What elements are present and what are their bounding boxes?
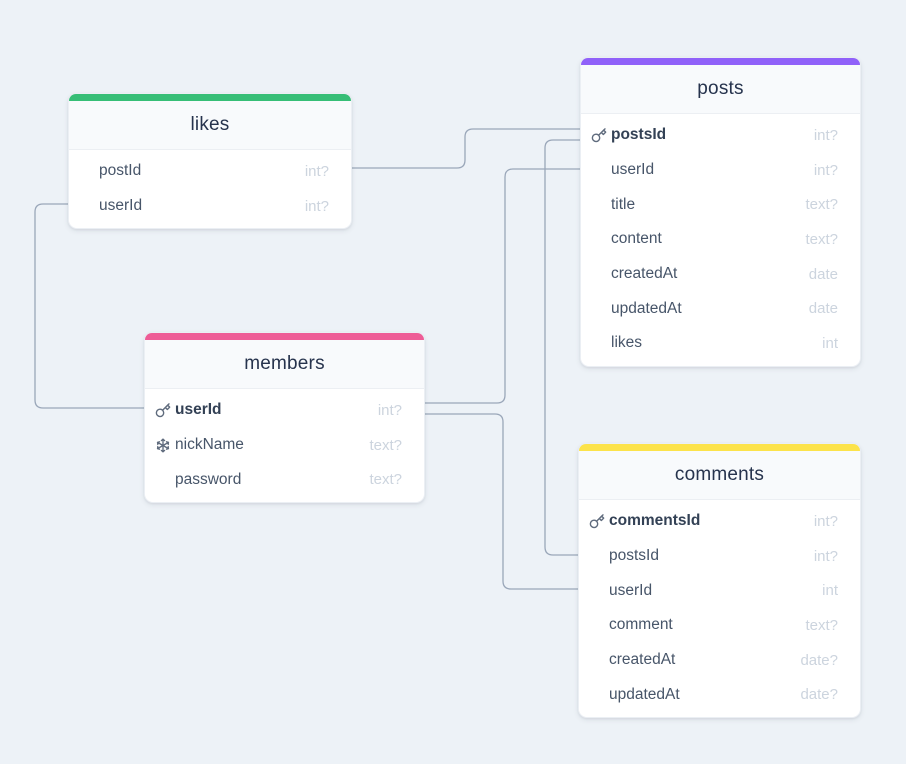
column-name: comment — [609, 616, 673, 634]
column-type: int? — [377, 401, 402, 419]
column-name: userId — [175, 401, 222, 419]
column-name: title — [611, 195, 636, 213]
column-name: commentsId — [609, 512, 701, 530]
column-row-posts-content[interactable]: content text? — [581, 222, 860, 257]
table-title-posts: posts — [581, 65, 860, 114]
column-type: text? — [805, 196, 838, 214]
relationship-members.userId-to-comments.userId[interactable] — [425, 413, 578, 590]
column-name: postId — [99, 162, 142, 180]
column-name: createdAt — [609, 651, 676, 669]
column-name: likes — [611, 334, 643, 352]
table-columns-likes: postId int? userId int? — [69, 150, 351, 229]
table-likes[interactable]: likes postId int? userId int? — [68, 93, 352, 230]
column-row-comments-comment[interactable]: comment text? — [579, 608, 860, 643]
column-type: date? — [800, 686, 838, 704]
column-row-posts-postsId[interactable]: postsId int? — [581, 118, 860, 153]
table-accent-bar-posts — [581, 58, 860, 65]
column-type: date — [808, 300, 838, 318]
table-columns-posts: postsId int? userId int? title text? content te… — [581, 114, 860, 366]
column-type: int? — [304, 162, 329, 180]
column-row-likes-postId[interactable]: postId int? — [69, 154, 351, 189]
primary-key-icon — [590, 127, 607, 144]
column-row-members-nickName[interactable]: nickName text? — [145, 428, 424, 463]
column-row-comments-updatedAt[interactable]: updatedAt date? — [579, 677, 860, 712]
column-name: content — [611, 230, 662, 248]
column-type: text? — [805, 616, 838, 634]
column-name: password — [175, 470, 242, 488]
column-type: int? — [813, 512, 838, 530]
column-type: date? — [800, 651, 838, 669]
column-type: text? — [369, 471, 402, 489]
column-type: int? — [813, 126, 838, 144]
column-row-comments-userId[interactable]: userId int — [579, 573, 860, 608]
column-name: userId — [609, 581, 653, 599]
column-row-posts-userId[interactable]: userId int? — [581, 153, 860, 188]
table-columns-comments: commentsId int? postsId int? userId int commen… — [579, 500, 860, 718]
column-name: nickName — [175, 436, 244, 454]
column-type: date — [808, 265, 838, 283]
column-row-posts-createdAt[interactable]: createdAt date — [581, 257, 860, 292]
column-type: int — [822, 582, 838, 600]
column-type: text? — [369, 436, 402, 454]
column-name: updatedAt — [611, 299, 682, 317]
column-name: postsId — [611, 126, 667, 144]
column-name: postsId — [609, 547, 659, 565]
column-row-posts-likes[interactable]: likes int — [581, 326, 860, 361]
column-type: int — [822, 334, 838, 352]
column-name: userId — [99, 197, 143, 215]
column-row-comments-createdAt[interactable]: createdAt date? — [579, 643, 860, 678]
column-row-members-userId[interactable]: userId int? — [145, 393, 424, 428]
table-title-comments: comments — [579, 451, 860, 500]
table-members[interactable]: members userId int? nickName text? password te… — [144, 332, 425, 504]
table-comments[interactable]: comments commentsId int? postsId int? userId i… — [578, 443, 861, 719]
table-title-members: members — [145, 340, 424, 389]
table-title-likes: likes — [69, 101, 351, 150]
column-name: updatedAt — [609, 685, 680, 703]
column-type: int? — [813, 161, 838, 179]
column-row-comments-postsId[interactable]: postsId int? — [579, 539, 860, 574]
column-row-posts-updatedAt[interactable]: updatedAt date — [581, 291, 860, 326]
column-row-comments-commentsId[interactable]: commentsId int? — [579, 504, 860, 539]
column-row-likes-userId[interactable]: userId int? — [69, 189, 351, 224]
relationship-likes.postId-to-posts.postsId[interactable] — [352, 128, 580, 169]
relationship-posts.userId-to-members.userId[interactable] — [425, 168, 580, 404]
column-name: userId — [611, 161, 655, 179]
column-type: int? — [813, 547, 838, 565]
primary-key-icon — [588, 513, 605, 530]
column-type: int? — [304, 197, 329, 215]
table-accent-bar-likes — [69, 94, 351, 101]
primary-key-icon — [154, 402, 171, 419]
column-type: text? — [805, 230, 838, 248]
column-name: createdAt — [611, 265, 678, 283]
column-row-posts-title[interactable]: title text? — [581, 187, 860, 222]
relationship-posts.postsId-to-comments.postsId[interactable] — [544, 139, 580, 556]
unique-index-icon — [154, 437, 171, 454]
column-row-members-password[interactable]: password text? — [145, 462, 424, 497]
relationship-likes.userId-to-members.userId[interactable] — [34, 203, 144, 409]
table-columns-members: userId int? nickName text? password text? — [145, 389, 424, 503]
table-accent-bar-members — [145, 333, 424, 340]
table-accent-bar-comments — [579, 444, 860, 451]
